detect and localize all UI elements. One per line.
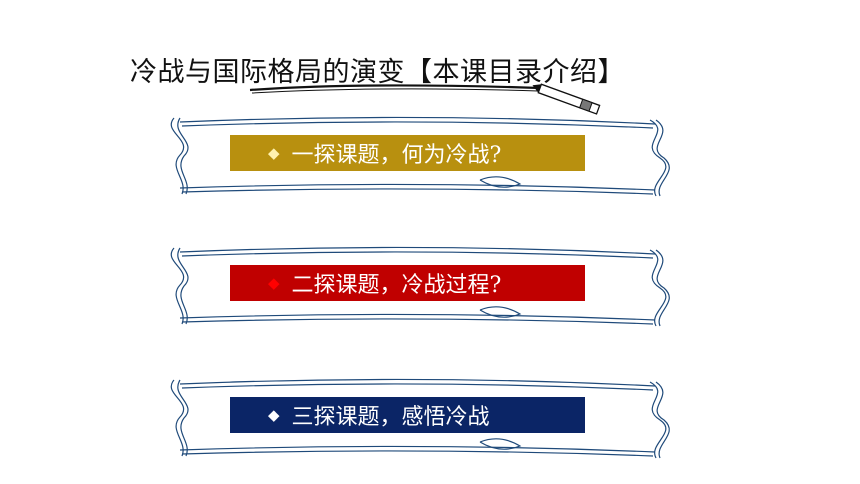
scroll-banner-icon [170, 378, 670, 459]
topic-text-1: 一探课题，何为冷战? [291, 143, 502, 168]
topic-label-2: ◆ 二探课题，冷战过程? [230, 265, 585, 301]
diamond-bullet-icon: ◆ [268, 405, 280, 424]
diamond-bullet-icon: ◆ [268, 273, 280, 292]
topic-scroll-1[interactable]: ◆ 一探课题，何为冷战? [160, 110, 680, 200]
topic-label-1: ◆ 一探课题，何为冷战? [230, 135, 585, 171]
topic-scroll-2[interactable]: ◆ 二探课题，冷战过程? [160, 240, 680, 330]
topic-scroll-3[interactable]: ◆ 三探课题，感悟冷战 [160, 372, 680, 462]
pen-underline-icon [249, 83, 601, 115]
diamond-bullet-icon: ◆ [268, 143, 280, 162]
topic-label-3: ◆ 三探课题，感悟冷战 [230, 397, 585, 433]
topic-text-2: 二探课题，冷战过程? [291, 273, 502, 298]
slide-title: 冷战与国际格局的演变【本课目录介绍】 [130, 57, 625, 88]
scroll-banner-icon [170, 116, 670, 197]
scroll-banner-icon [170, 246, 670, 327]
topic-text-3: 三探课题，感悟冷战 [291, 405, 490, 430]
